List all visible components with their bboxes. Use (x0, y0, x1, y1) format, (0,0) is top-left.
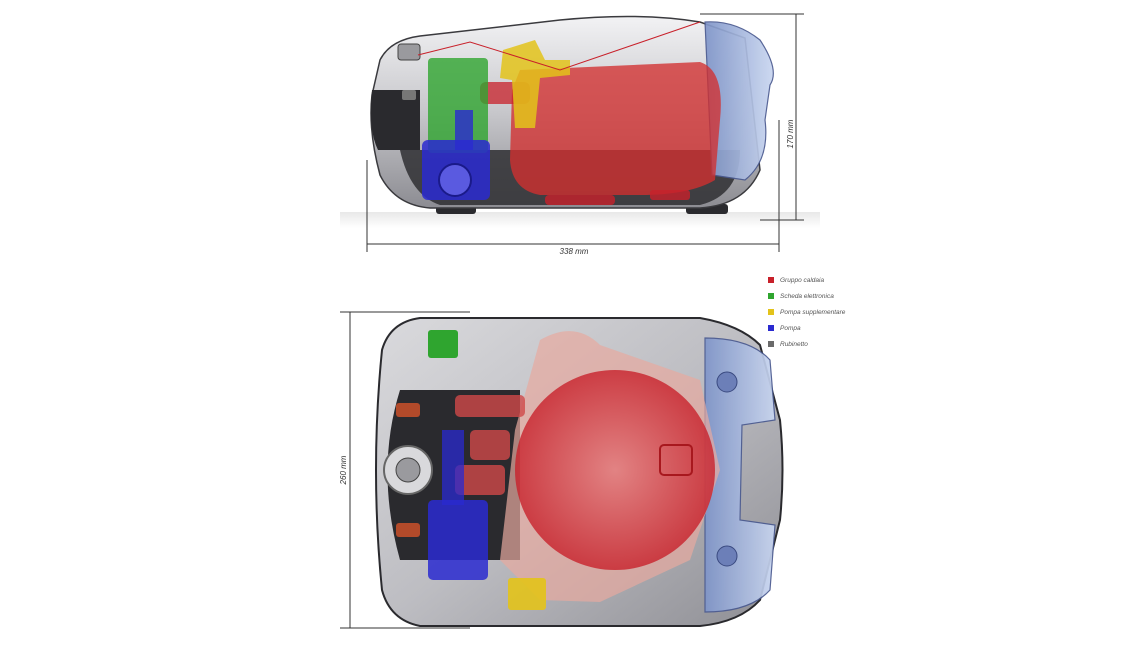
steam-knob-center (395, 457, 421, 483)
ground-plane (340, 212, 820, 228)
boiler-group-top (515, 370, 715, 570)
aux-pump-top (508, 578, 546, 610)
legend-swatch (768, 325, 774, 331)
height-dim-label: 170 mm (786, 119, 795, 148)
side-view: 170 mm 338 mm (340, 13, 820, 256)
legend-label: Scheda elettronica (780, 292, 834, 300)
button-top-left (396, 403, 420, 417)
pump-tube (455, 110, 473, 150)
legend-item: Pompa supplementare (768, 304, 918, 320)
section-line (417, 21, 701, 71)
button-bottom-left (396, 523, 420, 537)
legend-swatch (768, 309, 774, 315)
pump-stem-top (442, 430, 464, 505)
legend-label: Rubinetto (780, 340, 808, 348)
aux-pump-side (500, 40, 570, 128)
pump-top (428, 500, 488, 580)
tank-screw-1 (716, 371, 738, 393)
top-view: 260 mm (339, 311, 784, 629)
water-tank-side (704, 21, 774, 181)
length-dim-label: 338 mm (560, 247, 589, 256)
boiler-group-side (510, 62, 721, 195)
legend-item: Pompa (768, 320, 918, 336)
legend-swatch (768, 277, 774, 283)
legend-swatch (768, 341, 774, 347)
legend: Gruppo caldaia Scheda elettronica Pompa … (768, 272, 918, 352)
water-tank-top (704, 337, 776, 613)
width-dim-label: 260 mm (339, 455, 348, 485)
legend-swatch (768, 293, 774, 299)
legend-label: Gruppo caldaia (780, 276, 825, 284)
boiler-pipe-top-2 (470, 430, 510, 460)
boiler-pipe-top-1 (455, 395, 525, 417)
boiler-fitting-top (659, 444, 693, 476)
legend-item: Gruppo caldaia (768, 272, 918, 288)
legend-item: Scheda elettronica (768, 288, 918, 304)
legend-label: Pompa supplementare (780, 308, 846, 316)
boiler-element-2 (650, 190, 690, 200)
tap-lever-side (402, 90, 416, 100)
pump-rotor-side (438, 163, 472, 197)
dark-band-side (370, 90, 420, 150)
tank-screw-2 (716, 545, 738, 567)
legend-item: Rubinetto (768, 336, 918, 352)
electronic-board-top (428, 330, 458, 358)
tap-knob-side (397, 43, 421, 61)
boiler-pipe-top-3 (455, 465, 505, 495)
boiler-element-1 (545, 195, 615, 205)
legend-label: Pompa (780, 324, 801, 332)
